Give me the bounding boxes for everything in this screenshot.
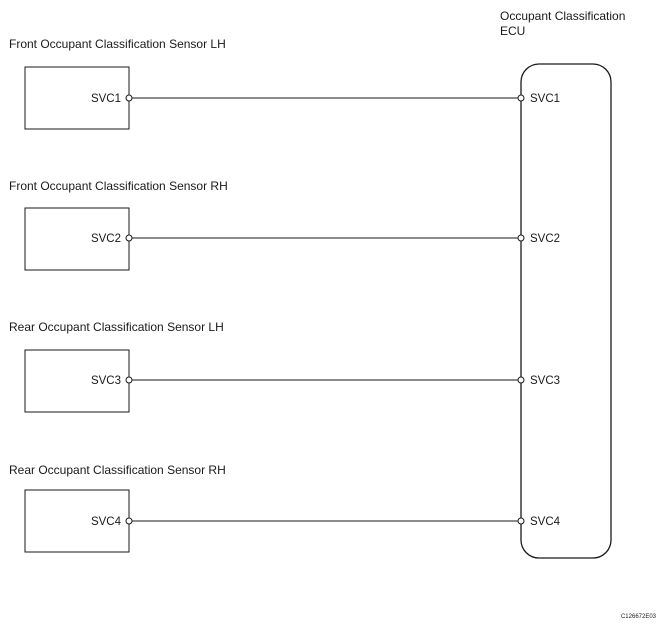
ecu-pin-label: SVC1 (530, 93, 560, 105)
sensor-title: Rear Occupant Classification Sensor RH (9, 463, 226, 477)
sensor-rear-lh: Rear Occupant Classification Sensor LH S… (9, 320, 560, 413)
ecu-terminal (517, 517, 525, 525)
ecu-terminal (517, 94, 525, 102)
sensor-terminal (125, 376, 133, 384)
sensor-title: Front Occupant Classification Sensor LH (9, 37, 226, 51)
sensor-pin-label: SVC4 (91, 516, 122, 528)
ecu-pin-label: SVC3 (530, 375, 560, 387)
ecu-block: Occupant Classification ECU (500, 9, 625, 559)
sensor-rear-rh: Rear Occupant Classification Sensor RH S… (9, 463, 561, 553)
sensor-title: Rear Occupant Classification Sensor LH (9, 320, 224, 334)
sensor-front-lh: Front Occupant Classification Sensor LH … (9, 37, 560, 130)
sensor-pin-label: SVC3 (91, 375, 121, 387)
ecu-pin-label: SVC4 (530, 516, 561, 528)
ecu-title-line1: Occupant Classification (500, 9, 625, 23)
sensor-pin-label: SVC2 (91, 233, 121, 245)
sensor-title: Front Occupant Classification Sensor RH (9, 179, 228, 193)
ecu-outline (520, 63, 612, 559)
figure-code: C126672E03 (621, 614, 657, 620)
sensor-front-rh: Front Occupant Classification Sensor RH … (9, 179, 560, 271)
ecu-terminal (517, 376, 525, 384)
sensor-terminal (125, 517, 133, 525)
sensor-terminal (125, 94, 133, 102)
ecu-pin-label: SVC2 (530, 233, 560, 245)
ecu-title-line2: ECU (500, 24, 525, 38)
ecu-terminal (517, 234, 525, 242)
sensor-pin-label: SVC1 (91, 93, 121, 105)
sensor-terminal (125, 234, 133, 242)
